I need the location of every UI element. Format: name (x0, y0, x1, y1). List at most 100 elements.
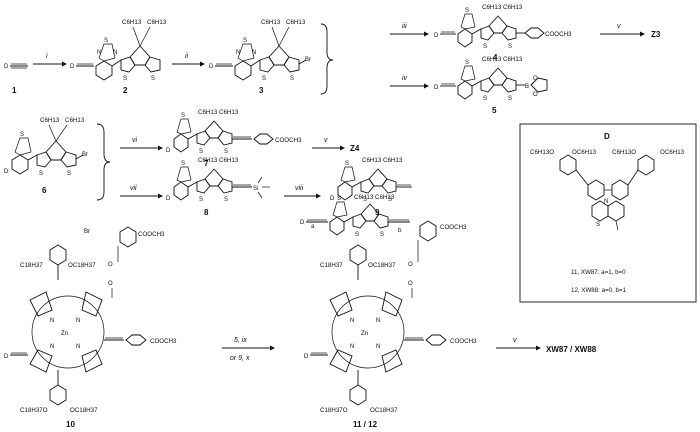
svg-text:b: b (398, 227, 402, 234)
svg-text:vii: vii (130, 185, 137, 192)
svg-text:N: N (97, 50, 101, 56)
svg-text:D: D (330, 196, 335, 202)
svg-text:B: B (525, 84, 529, 90)
svg-text:D: D (166, 148, 171, 154)
compound-4: D S S S C6H13 C6H13 COOCH3 4 (434, 4, 572, 62)
svg-text:O: O (408, 262, 413, 268)
svg-text:Br: Br (82, 152, 88, 158)
svg-text:C6H13: C6H13 (383, 157, 403, 164)
svg-text:N: N (350, 318, 354, 324)
svg-text:O: O (533, 92, 538, 98)
compound-number: 6 (42, 186, 47, 195)
product-Z3: Z3 (651, 30, 661, 39)
svg-text:C6H13: C6H13 (122, 19, 142, 26)
svg-text:N: N (50, 318, 54, 324)
arrow-step-iii: iii (390, 23, 429, 37)
svg-text:N: N (350, 344, 354, 350)
svg-text:D: D (70, 64, 75, 70)
branch-brace (96, 123, 111, 201)
svg-text:COOCH3: COOCH3 (275, 137, 302, 144)
svg-text:5, ix: 5, ix (234, 337, 247, 344)
svg-text:S: S (596, 222, 600, 228)
legend-title: D (604, 132, 610, 141)
compound-8: D S S S C6H13 C6H13 Si 8 (166, 157, 270, 217)
svg-text:v: v (513, 337, 517, 344)
svg-text:iii: iii (402, 23, 407, 30)
svg-text:D: D (209, 64, 214, 70)
svg-text:C6H13: C6H13 (503, 4, 523, 11)
arrow-step-vii: vii (120, 185, 163, 199)
legend-line-2: 12, XW88: a=0, b=1 (571, 287, 627, 294)
svg-text:S: S (151, 76, 155, 82)
compound-7: D S S S C6H13 C6H13 COOCH3 7 (166, 109, 302, 168)
svg-text:COOCH3: COOCH3 (450, 338, 477, 345)
svg-text:S: S (345, 161, 349, 167)
svg-text:OC18H37: OC18H37 (70, 407, 98, 414)
svg-text:vi: vi (132, 137, 138, 144)
svg-text:Br: Br (305, 57, 311, 63)
arrow-step-ii: ii (172, 53, 205, 67)
svg-text:C18H37O: C18H37O (20, 407, 48, 414)
svg-text:D: D (300, 220, 305, 226)
svg-text:S: S (67, 171, 71, 177)
svg-text:COOCH3: COOCH3 (545, 31, 572, 38)
svg-text:O: O (108, 281, 113, 287)
svg-text:S: S (181, 113, 185, 119)
svg-text:D: D (434, 33, 439, 39)
svg-text:S: S (262, 76, 266, 82)
svg-text:C6H13: C6H13 (198, 109, 218, 116)
compound-11-12: D a S S S C6H13 C6H13 b COOCH3 O O C18H3… (300, 194, 477, 429)
svg-text:S: S (508, 96, 512, 102)
svg-text:S: S (104, 38, 108, 44)
svg-text:C6H13: C6H13 (354, 194, 374, 201)
svg-text:S: S (181, 161, 185, 167)
svg-text:N: N (76, 318, 80, 324)
svg-text:COOCH3: COOCH3 (440, 224, 467, 231)
svg-text:O: O (533, 76, 538, 82)
svg-text:iv: iv (402, 75, 408, 82)
arrow-step-ix-x: 5, ix or 9, x (222, 337, 275, 362)
compound-1: D 1 (4, 63, 28, 95)
compound-number: 4 (493, 53, 498, 62)
svg-text:S: S (388, 197, 392, 203)
svg-text:C18H37O: C18H37O (320, 407, 348, 414)
compound-number: 10 (66, 420, 75, 429)
compound-2: D S N N S S C6H13 C6H13 2 (70, 19, 167, 95)
svg-text:S: S (483, 44, 487, 50)
svg-text:C6H13: C6H13 (362, 157, 382, 164)
svg-text:C6H13O: C6H13O (612, 149, 636, 156)
svg-text:S: S (290, 76, 294, 82)
svg-text:O: O (408, 281, 413, 287)
compound-number: 2 (123, 86, 128, 95)
compound-5: D S S S C6H13 C6H13 B O O 5 (434, 56, 548, 115)
svg-text:N: N (50, 344, 54, 350)
svg-text:C6H13: C6H13 (261, 19, 281, 26)
svg-text:OC18H37: OC18H37 (68, 262, 96, 269)
svg-text:C6H13: C6H13 (198, 157, 218, 164)
arrow-step-vi: vi (120, 137, 163, 151)
legend-line-1: 11, XW87: a=1, b=0 (571, 269, 626, 276)
product-XW87-XW88: XW87 / XW88 (546, 345, 597, 354)
donor-legend-box: D C6H13O OC6H13 C6H13O OC6H13 N S 11, XW… (519, 123, 697, 303)
svg-text:C6H13: C6H13 (147, 19, 167, 26)
compound-number: 3 (259, 86, 264, 95)
svg-text:Zn: Zn (361, 331, 368, 337)
svg-text:D: D (304, 354, 309, 360)
compound-number: 7 (204, 159, 209, 168)
svg-text:S: S (123, 76, 127, 82)
product-Z4: Z4 (350, 144, 360, 153)
svg-text:D: D (4, 169, 9, 175)
arrow-step-viii: viii (284, 185, 321, 199)
svg-text:N: N (252, 50, 256, 56)
svg-text:S: S (483, 96, 487, 102)
svg-text:COOCH3: COOCH3 (138, 231, 165, 238)
compound-number: 8 (204, 208, 209, 217)
svg-text:C6H13: C6H13 (375, 194, 395, 201)
svg-text:N: N (376, 318, 380, 324)
svg-text:N: N (376, 344, 380, 350)
svg-text:Zn: Zn (61, 331, 68, 337)
svg-text:a: a (311, 223, 315, 230)
svg-text:S: S (337, 196, 341, 202)
compound-number: 5 (492, 106, 497, 115)
